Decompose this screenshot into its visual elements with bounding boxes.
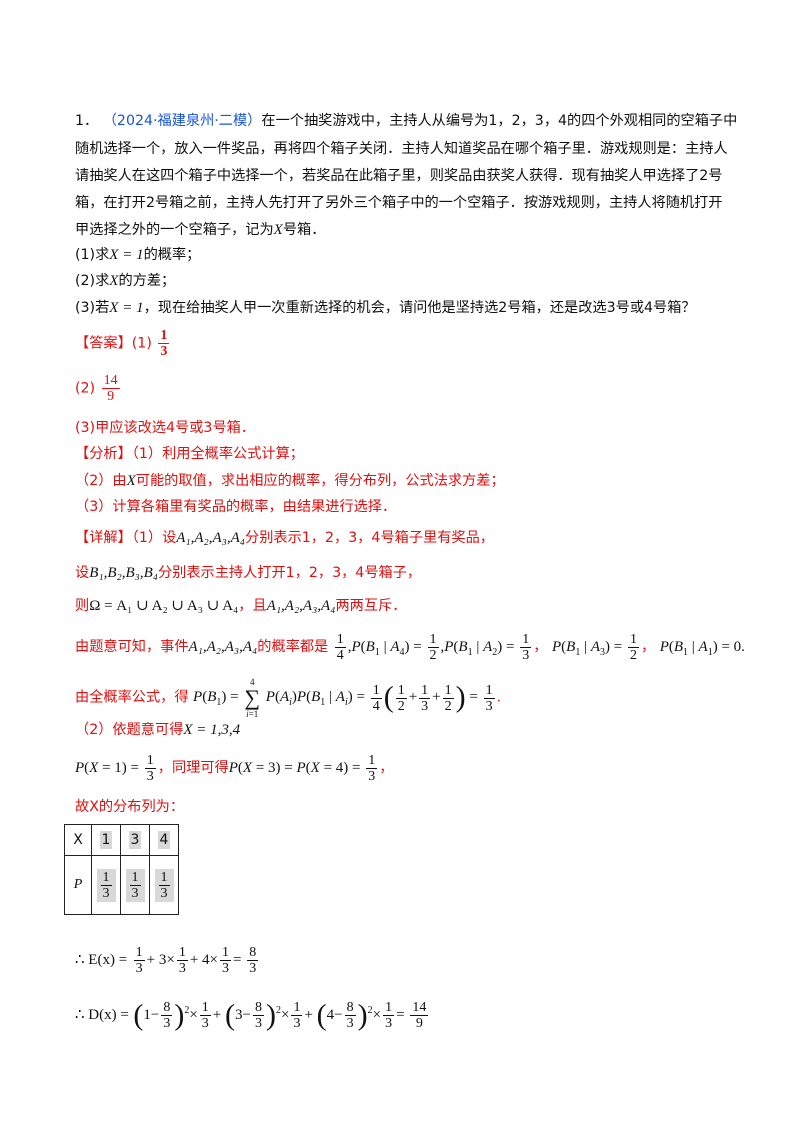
problem-line-3: 请抽奖人在这四个箱子中选择一个，若奖品在此箱子里，则奖品由获奖人获得．现有抽奖人… — [75, 168, 723, 184]
table-cell: 1 — [91, 824, 121, 856]
analysis-2: （2）由X可能的取值，求出相应的概率，得分布列，公式法求方差； — [75, 473, 505, 489]
problem-line-1: 1． （2024·福建泉州·二模）在一个抽奖游戏中，主持人从编号为1，2，3，4… — [75, 113, 738, 129]
question-1: (1)求X = 1的概率； — [75, 247, 201, 263]
question-2: (2)求X的方差； — [75, 273, 176, 289]
problem-line-2: 随机选择一个，放入一件奖品，再将四个箱子关闭．主持人知道奖品在哪个箱子里．游戏规… — [75, 141, 728, 157]
problem-source: （2024·福建泉州·二模） — [102, 113, 262, 129]
analysis-3: （3）计算各箱里有奖品的概率，由结果进行选择． — [75, 499, 397, 515]
problem-line-5: 甲选择之外的一个空箱子，记为X号箱． — [75, 222, 326, 238]
question-3: (3)若X = 1，现在给抽奖人甲一次重新选择的机会，请问他是坚持选2号箱，还是… — [75, 300, 696, 316]
detail-6: （2）依题意可得X = 1,3,4 — [75, 722, 241, 738]
detail-label: 【详解】 — [75, 530, 132, 546]
table-cell: 4 — [149, 824, 179, 856]
table-cell: P — [64, 855, 92, 915]
table-cell: 3 — [120, 824, 150, 856]
detail-3: 则Ω = A₁ ∪ A₂ ∪ A₃ ∪ A₄，且A₁,A₂,A₃,A₄两两互斥． — [75, 598, 407, 614]
detail-1: 【详解】（1）设A₁,A₂,A₃,A₄分别表示1，2，3，4号箱子里有奖品， — [75, 530, 494, 546]
detail-8: 故X的分布列为： — [75, 799, 185, 815]
table-cell: X — [64, 824, 92, 856]
problem-number: 1． — [75, 113, 99, 129]
table-header-row: X 1 3 4 — [64, 824, 179, 856]
analysis-1: 【分析】（1）利用全概率公式计算； — [75, 446, 304, 462]
answer-label: 【答案】 — [75, 335, 132, 352]
analysis-label: 【分析】 — [75, 446, 132, 462]
detail-5: 由全概率公式，得 P(B1) = 4∑i=1 P(Ai)P(B1 | Ai) =… — [75, 677, 502, 719]
answer-3: (3)甲应该改选4号或3号箱． — [75, 420, 256, 436]
detail-2: 设B₁,B₂,B₃,B₄分别表示主持人打开1，2，3，4号箱子， — [75, 565, 422, 581]
problem-line-4: 箱，在打开2号箱之前，主持人先打开了另外三个箱子中的一个空箱子．按游戏规则，主持… — [75, 195, 723, 211]
